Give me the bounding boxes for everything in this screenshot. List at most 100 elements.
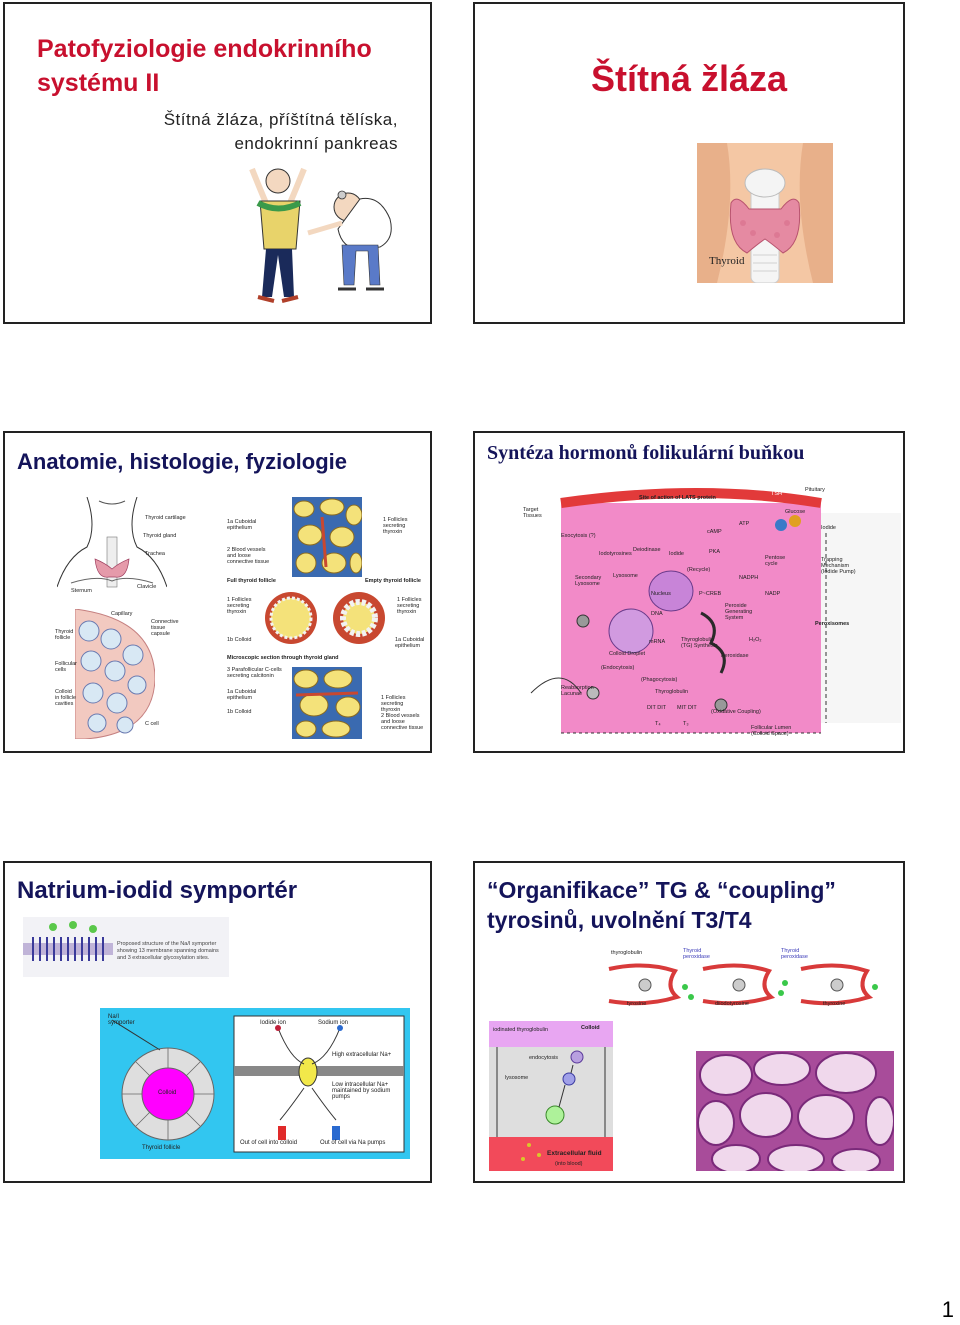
label-endocytosis: endocytosis [529,1055,559,1061]
label-oxidative: (Oxidative Coupling) [711,709,761,715]
label-thyroid-peroxidase-1: Thyroid peroxidase [683,948,710,960]
label-nucleus: Nucleus [651,591,671,597]
label-thyroid-follicle: Thyroid follicle [55,629,74,641]
label-nadp: NADP [765,591,781,597]
label-full-follicle: Full thyroid follicle [227,578,276,584]
label-connective-capsule: Connective tissue capsule [151,619,179,637]
label-into-blood: (into blood) [555,1161,583,1167]
slide-6-title-line1: “Organifikace” TG & “coupling” [487,877,836,903]
label-endocytosis: (Endocytosis) [601,665,635,671]
histology-bottom-panel [292,667,362,739]
slide-1-subtitle-line2: endokrinní pankreas [234,134,398,153]
membrane-domains-drawing [23,921,113,961]
label-diiodotyrosine: diiodotyrosine [715,1001,749,1007]
label-pituitary: Pituitary [805,487,825,493]
label-extracellular-fluid: Extracellular fluid [547,1150,602,1157]
label-tg-synthesis: Thyroglobulin (TG) Synthesis [681,637,718,649]
symporter-mechanism-figure: Na/I symporter Colloid Thyroid follicle … [100,1008,410,1159]
label-capillary: Capillary [111,611,133,617]
label-peroxisomes: Peroxisomes [815,621,850,627]
label-trachea: Trachea [145,551,165,557]
label-high-na: High extracellular Na+ [332,1052,392,1058]
label-mrna: mRNA [649,639,666,645]
label-c-cell: C cell [145,721,159,727]
label-t3: T₃ [683,721,689,727]
label-iodide-ion: Iodide ion [260,1020,287,1026]
symporter-structure-strip: Proposed structure of the Na/I symporter… [23,917,229,977]
thyroid-illustration: Thyroid [697,143,833,283]
page-number: 1 [941,1297,954,1322]
label-1-follicles-top: 1 Follicles secreting thyroxin [383,517,408,535]
label-thyroxine: thyroxine [823,1001,846,1007]
label-tbg: TBG [627,479,639,485]
label-thyroglobulin-top: thyroglobulin [611,950,643,956]
label-thyroid-cartilage: Thyroid cartilage [145,515,186,521]
label-pcreb: P~CREB [699,591,722,597]
label-sodium-ion: Sodium ion [318,1020,349,1026]
label-lysosome: lysosome [505,1075,529,1081]
label-camp: cAMP [707,529,722,535]
slide-3-title: Anatomie, histologie, fyziologie [17,449,348,474]
label-micro-section: Microscopic section through thyroid glan… [227,655,339,661]
label-blood-vessel: Blood Vessel [685,477,720,483]
label-peroxidase: Peroxidase [721,653,749,659]
follicle-section-drawing [75,609,155,739]
label-1a-cuboidal-right: 1a Cuboidal epithelium [395,637,425,649]
label-out-colloid: Out of cell into colloid [240,1140,298,1146]
label-low-na: Low intracellular Na+ maintained by sodi… [332,1082,391,1100]
label-secondary-lysosome: Secondary Lysosome [575,575,602,587]
label-exocytosis: Exocytosis (?) [561,533,596,539]
label-clavicle: Clavicle [137,584,157,590]
doctor-patient-cartoon [249,167,392,303]
label-nai-symporter: Na/I symporter [108,1014,135,1026]
label-iodide-right: Iodide [821,525,836,531]
label-site-lats: Site of action of LATS protein [639,495,716,501]
slide-5-title: Natrium-iodid symportér [17,877,298,904]
label-thyroglobulin: Thyroglobulin [655,689,689,695]
release-mechanism-figure: iodinated thyroglobulin Colloid endocyto… [489,1021,613,1171]
label-mit-dit: MIT DIT [677,705,697,711]
release-figure-drawing [489,1021,613,1171]
slide-4-title: Syntéza hormonů folikulární buňkou [487,442,805,464]
label-atp: ATP [739,521,750,527]
label-iodotyrosines: Iodotyrosines [599,551,632,557]
label-glucose: Glucose [785,509,806,515]
label-iodinated-tg: iodinated thyroglobulin [493,1027,549,1033]
label-1b-colloid-bottom: 1b Colloid [227,709,252,715]
thyroid-image-label: Thyroid [709,255,745,267]
label-h2o2: H₂O₂ [749,637,762,643]
label-3-parafollicular: 3 Parafollicular C-cells secreting calci… [227,667,282,679]
label-dna: DNA [651,611,663,617]
label-2-blood-vessels-top: 2 Blood vessels and loose connective tis… [227,547,270,565]
label-1-follicles-bottom: 1 Follicles secreting thyroxin [381,695,406,713]
slide-title: Patofyziologie endokrinního systému II Š… [3,2,432,324]
histology-top-panel [292,497,362,577]
thyroid-gland-drawing [697,143,833,283]
slide-6-title-line2: tyrosinů, uvolnění T3/T4 [487,907,752,933]
slide-symporter: Natrium-iodid symportér Proposed structu… [3,861,432,1183]
symporter-figure-drawing [111,1015,405,1153]
label-thyroid-peroxidase-2: Thyroid peroxidase [781,948,808,960]
slide-anatomy: Anatomie, histologie, fyziologie Thyroid… [3,431,432,753]
label-1-follicles-mid: 1 Follicles secreting thyroxin [227,597,252,615]
label-recycle: (Recycle) [687,567,711,573]
label-colloid: Colloid [158,1090,177,1096]
label-tsh-top: TSH [771,491,782,497]
symporter-strip-caption: Proposed structure of the Na/I symporter… [117,941,219,961]
label-1b-colloid-mid: 1b Colloid [227,637,252,643]
full-follicle-drawing [265,592,317,644]
neck-anatomy-drawing [57,497,167,588]
label-phagocytosis: (Phagocytosis) [641,677,678,683]
label-thyroid-follicle: Thyroid follicle [142,1145,181,1151]
slide-organification: “Organifikace” TG & “coupling” tyrosinů,… [473,861,905,1183]
label-thyroid-gland: Thyroid gland [143,533,177,539]
follicular-cell-diagram [530,488,901,734]
label-follicular-cells: Follicular cells [55,661,78,673]
label-pentose: Pentose cycle [765,555,786,567]
label-dit-dit: DIT DIT [647,705,667,711]
label-trapping: Trapping Mechanism (Iodide Pump) [821,557,856,575]
empty-follicle-drawing [333,592,385,644]
label-colloid-cavities: Colloid in follicle cavities [55,689,77,707]
label-t4: T₄ [655,721,661,727]
label-1a-cuboidal-bottom: 1a Cuboidal epithelium [227,689,257,701]
